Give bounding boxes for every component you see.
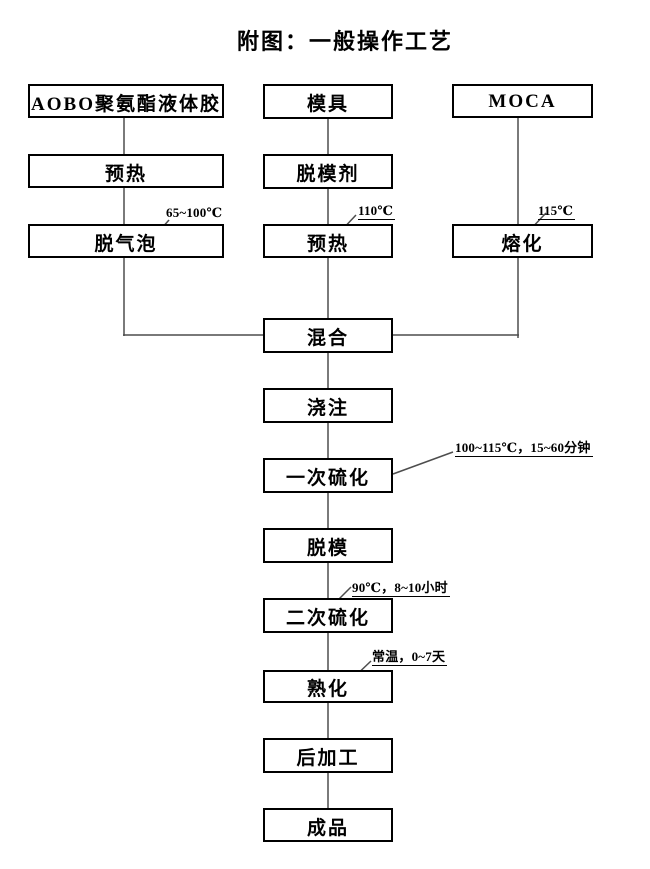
annotation-temp-preheat-mold: 110℃: [358, 203, 396, 220]
node-first-vulcanization: 一次硫化: [263, 458, 393, 493]
node-label-cure: 熟化: [306, 679, 349, 700]
node-label-release-agent: 脱模剂: [296, 164, 360, 185]
node-label-preheat-glue: 预热: [104, 163, 147, 185]
node-cure: 熟化: [263, 670, 393, 703]
node-label-aobo-polyurethane-liquid-glue: AOBO聚氨酯液体胶: [31, 93, 221, 115]
node-label-demold: 脱模: [306, 538, 349, 559]
node-label-first-vulcanization: 一次硫化: [285, 468, 370, 489]
node-mold: 模具: [263, 84, 393, 119]
node-label-moca: MOCA: [488, 91, 557, 112]
annotation-temp-cure: 常温，0~7天: [372, 649, 448, 666]
annotation-temp-second-vulcanization: 90℃，8~10小时: [352, 580, 450, 597]
node-label-second-vulcanization: 二次硫化: [285, 608, 370, 629]
node-moca: MOCA: [452, 84, 593, 118]
annotation-temp-degas: 65~100℃: [166, 205, 223, 220]
node-label-melt: 熔化: [501, 233, 544, 255]
node-preheat-glue: 预热: [28, 154, 224, 188]
node-label-mix: 混合: [306, 328, 349, 349]
node-pour: 浇注: [263, 388, 393, 423]
node-label-mold: 模具: [306, 94, 349, 115]
node-demold: 脱模: [263, 528, 393, 563]
node-label-pour: 浇注: [306, 398, 349, 419]
node-degas-bubbles: 脱气泡: [28, 224, 224, 258]
node-finished-product: 成品: [263, 808, 393, 842]
node-mix: 混合: [263, 318, 393, 353]
node-label-degas-bubbles: 脱气泡: [94, 233, 158, 255]
leader-line-temp-first-vulcanization: [392, 451, 454, 475]
node-label-post-processing: 后加工: [296, 748, 360, 769]
annotation-temp-first-vulcanization: 100~115℃，15~60分钟: [455, 440, 593, 457]
node-release-agent: 脱模剂: [263, 154, 393, 189]
node-second-vulcanization: 二次硫化: [263, 598, 393, 633]
node-melt: 熔化: [452, 224, 593, 258]
node-post-processing: 后加工: [263, 738, 393, 773]
node-label-finished-product: 成品: [306, 817, 349, 839]
page-title: 附图：一般操作工艺: [236, 29, 453, 54]
annotation-temp-melt: 115℃: [538, 203, 576, 220]
node-aobo-polyurethane-liquid-glue: AOBO聚氨酯液体胶: [28, 84, 224, 118]
node-preheat-mold: 预热: [263, 224, 393, 258]
node-label-preheat-mold: 预热: [306, 233, 349, 255]
